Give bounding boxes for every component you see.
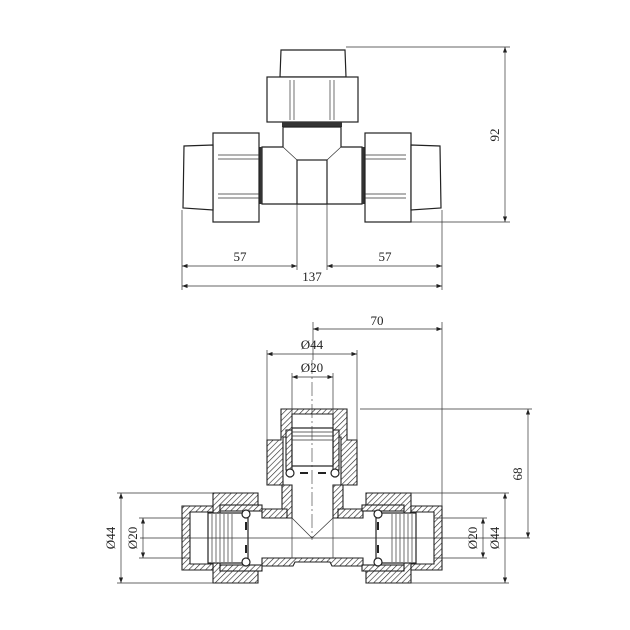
section-view: 70 Ø44 Ø20 68 Ø44 Ø20 Ø20 Ø44	[103, 313, 532, 584]
right-outer-diameter-label: Ø44	[487, 526, 502, 549]
left-nut	[212, 132, 260, 223]
right-cap-section	[410, 505, 443, 571]
right-nut	[364, 132, 412, 223]
top-end-cap	[279, 49, 347, 78]
right-length-label: 57	[379, 249, 393, 264]
left-end-cap	[182, 144, 214, 211]
left-inner-diameter-label: Ø20	[125, 527, 140, 549]
branch-neck-section	[281, 484, 344, 519]
branch-offset-label: 70	[371, 313, 384, 328]
overall-length-label: 137	[302, 269, 322, 284]
left-length-label: 57	[234, 249, 248, 264]
branch-inner-diameter-label: Ø20	[301, 360, 323, 375]
left-cap-section	[181, 505, 214, 571]
top-collar	[282, 122, 342, 127]
body-top-wall	[261, 508, 364, 519]
top-view: 92 57 57 137	[181, 46, 510, 290]
left-outer-diameter-label: Ø44	[103, 526, 118, 549]
right-end-cap	[410, 144, 442, 211]
top-nut	[266, 76, 359, 123]
branch-outer-diameter-label: Ø44	[301, 337, 324, 352]
branch-height-label: 68	[510, 468, 525, 481]
height-dim-label: 92	[487, 129, 502, 142]
body-bottom-wall	[261, 557, 364, 567]
right-inner-diameter-label: Ø20	[465, 527, 480, 549]
